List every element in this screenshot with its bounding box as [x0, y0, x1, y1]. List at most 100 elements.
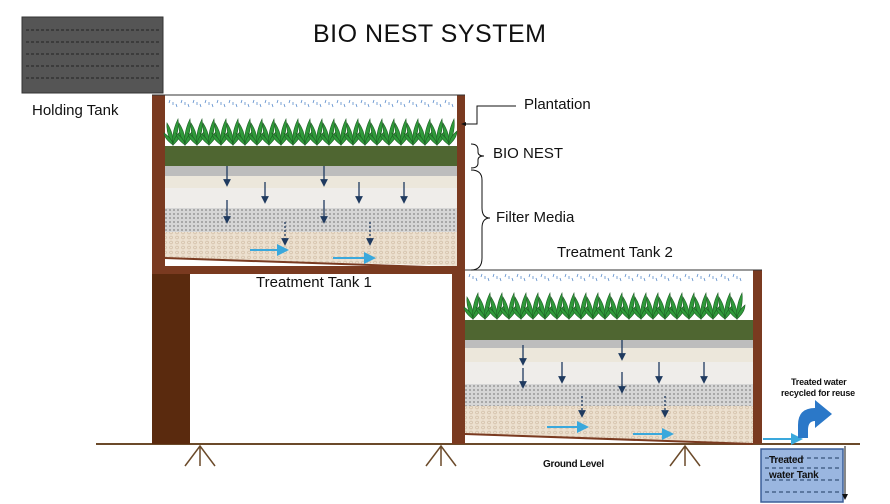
water-spray-icon: [403, 103, 406, 108]
leaf: [271, 132, 282, 146]
leaf: [247, 132, 258, 146]
leg-support-icon: [184, 444, 701, 467]
water-spray-icon: [228, 99, 231, 104]
leaf: [475, 306, 486, 320]
water-spray-icon: [684, 273, 687, 278]
water-spray-icon: [168, 99, 171, 104]
water-spray-icon: [264, 99, 267, 104]
water-spray-icon: [367, 103, 370, 108]
tank1-layers: [164, 146, 458, 269]
leaf: [715, 306, 726, 320]
water-spray-icon: [487, 277, 490, 282]
water-spray-icon: [252, 99, 255, 104]
leaf: [463, 306, 474, 320]
water-spray-icon: [300, 99, 303, 104]
water-spray-icon: [199, 103, 202, 108]
water-spray-icon: [715, 277, 718, 282]
water-spray-icon: [583, 277, 586, 282]
leaf: [631, 306, 642, 320]
leaf: [199, 132, 210, 146]
water-spray-icon: [612, 273, 615, 278]
treated-water-reuse-label: Treated water recycled for reuse: [781, 377, 855, 399]
water-spray-icon: [547, 277, 550, 282]
water-spray-icon: [655, 277, 658, 282]
water-spray-icon: [175, 103, 178, 108]
water-spray-icon: [588, 273, 591, 278]
tank2-left-wall: [452, 270, 465, 444]
leaf: [319, 132, 330, 146]
leaf: [415, 132, 426, 146]
water-spray-icon: [679, 277, 682, 282]
plant-icon: [163, 99, 458, 147]
water-spray-icon: [468, 273, 471, 278]
water-spray-icon: [576, 273, 579, 278]
leaf: [619, 306, 630, 320]
reuse-line-2: recycled for reuse: [781, 388, 855, 398]
water-spray-icon: [660, 273, 663, 278]
water-spray-icon: [708, 273, 711, 278]
leaf: [607, 306, 618, 320]
leaf: [727, 306, 738, 320]
water-spray-icon: [283, 103, 286, 108]
water-spray-icon: [427, 103, 430, 108]
leaf: [667, 306, 678, 320]
leaf: [223, 132, 234, 146]
leaf: [259, 132, 270, 146]
water-spray-icon: [180, 99, 183, 104]
leaf: [391, 132, 402, 146]
tank2-right-wall: [753, 270, 762, 444]
water-spray-icon: [372, 99, 375, 104]
leaf: [487, 306, 498, 320]
water-spray-icon: [516, 273, 519, 278]
water-spray-icon: [535, 277, 538, 282]
leaf: [175, 132, 186, 146]
leaf: [571, 306, 582, 320]
leaf: [379, 132, 390, 146]
water-spray-icon: [696, 273, 699, 278]
water-spray-icon: [259, 103, 262, 108]
leaf: [331, 132, 342, 146]
leaf: [163, 132, 174, 146]
tank1-left-wall: [152, 95, 165, 272]
water-spray-icon: [672, 273, 675, 278]
treated-water-tank-label: Treated water Tank: [769, 455, 819, 481]
water-spray-icon: [667, 277, 670, 282]
down-arrow-icon: [223, 166, 408, 246]
leaf: [211, 132, 222, 146]
leaf: [235, 132, 246, 146]
water-spray-icon: [528, 273, 531, 278]
water-spray-icon: [324, 99, 327, 104]
water-spray-icon: [432, 99, 435, 104]
water-spray-icon: [492, 273, 495, 278]
water-spray-icon: [415, 103, 418, 108]
leaf: [511, 306, 522, 320]
leaf: [499, 306, 510, 320]
tank1-right-wall: [457, 95, 465, 272]
water-spray-icon: [348, 99, 351, 104]
water-spray-icon: [307, 103, 310, 108]
water-spray-icon: [499, 277, 502, 282]
water-spray-icon: [571, 277, 574, 282]
leaf: [547, 306, 558, 320]
water-spray-icon: [523, 277, 526, 282]
water-spray-icon: [444, 99, 447, 104]
leaf: [439, 132, 450, 146]
water-spray-icon: [379, 103, 382, 108]
water-spray-icon: [648, 273, 651, 278]
holding-tank-label: Holding Tank: [32, 102, 119, 119]
water-spray-icon: [480, 273, 483, 278]
reuse-line-1: Treated water: [791, 377, 847, 387]
water-spray-icon: [475, 277, 478, 282]
curved-arrow-icon: [798, 400, 832, 438]
water-spray-icon: [331, 103, 334, 108]
leaf: [523, 306, 534, 320]
water-spray-icon: [624, 273, 627, 278]
leaf: [535, 306, 546, 320]
water-spray-icon: [511, 277, 514, 282]
leaf: [691, 306, 702, 320]
water-spray-icon: [451, 103, 454, 108]
water-spray-icon: [636, 273, 639, 278]
treatment-tank-1-label: Treatment Tank 1: [256, 274, 372, 291]
water-spray-icon: [295, 103, 298, 108]
leaf: [736, 304, 746, 320]
